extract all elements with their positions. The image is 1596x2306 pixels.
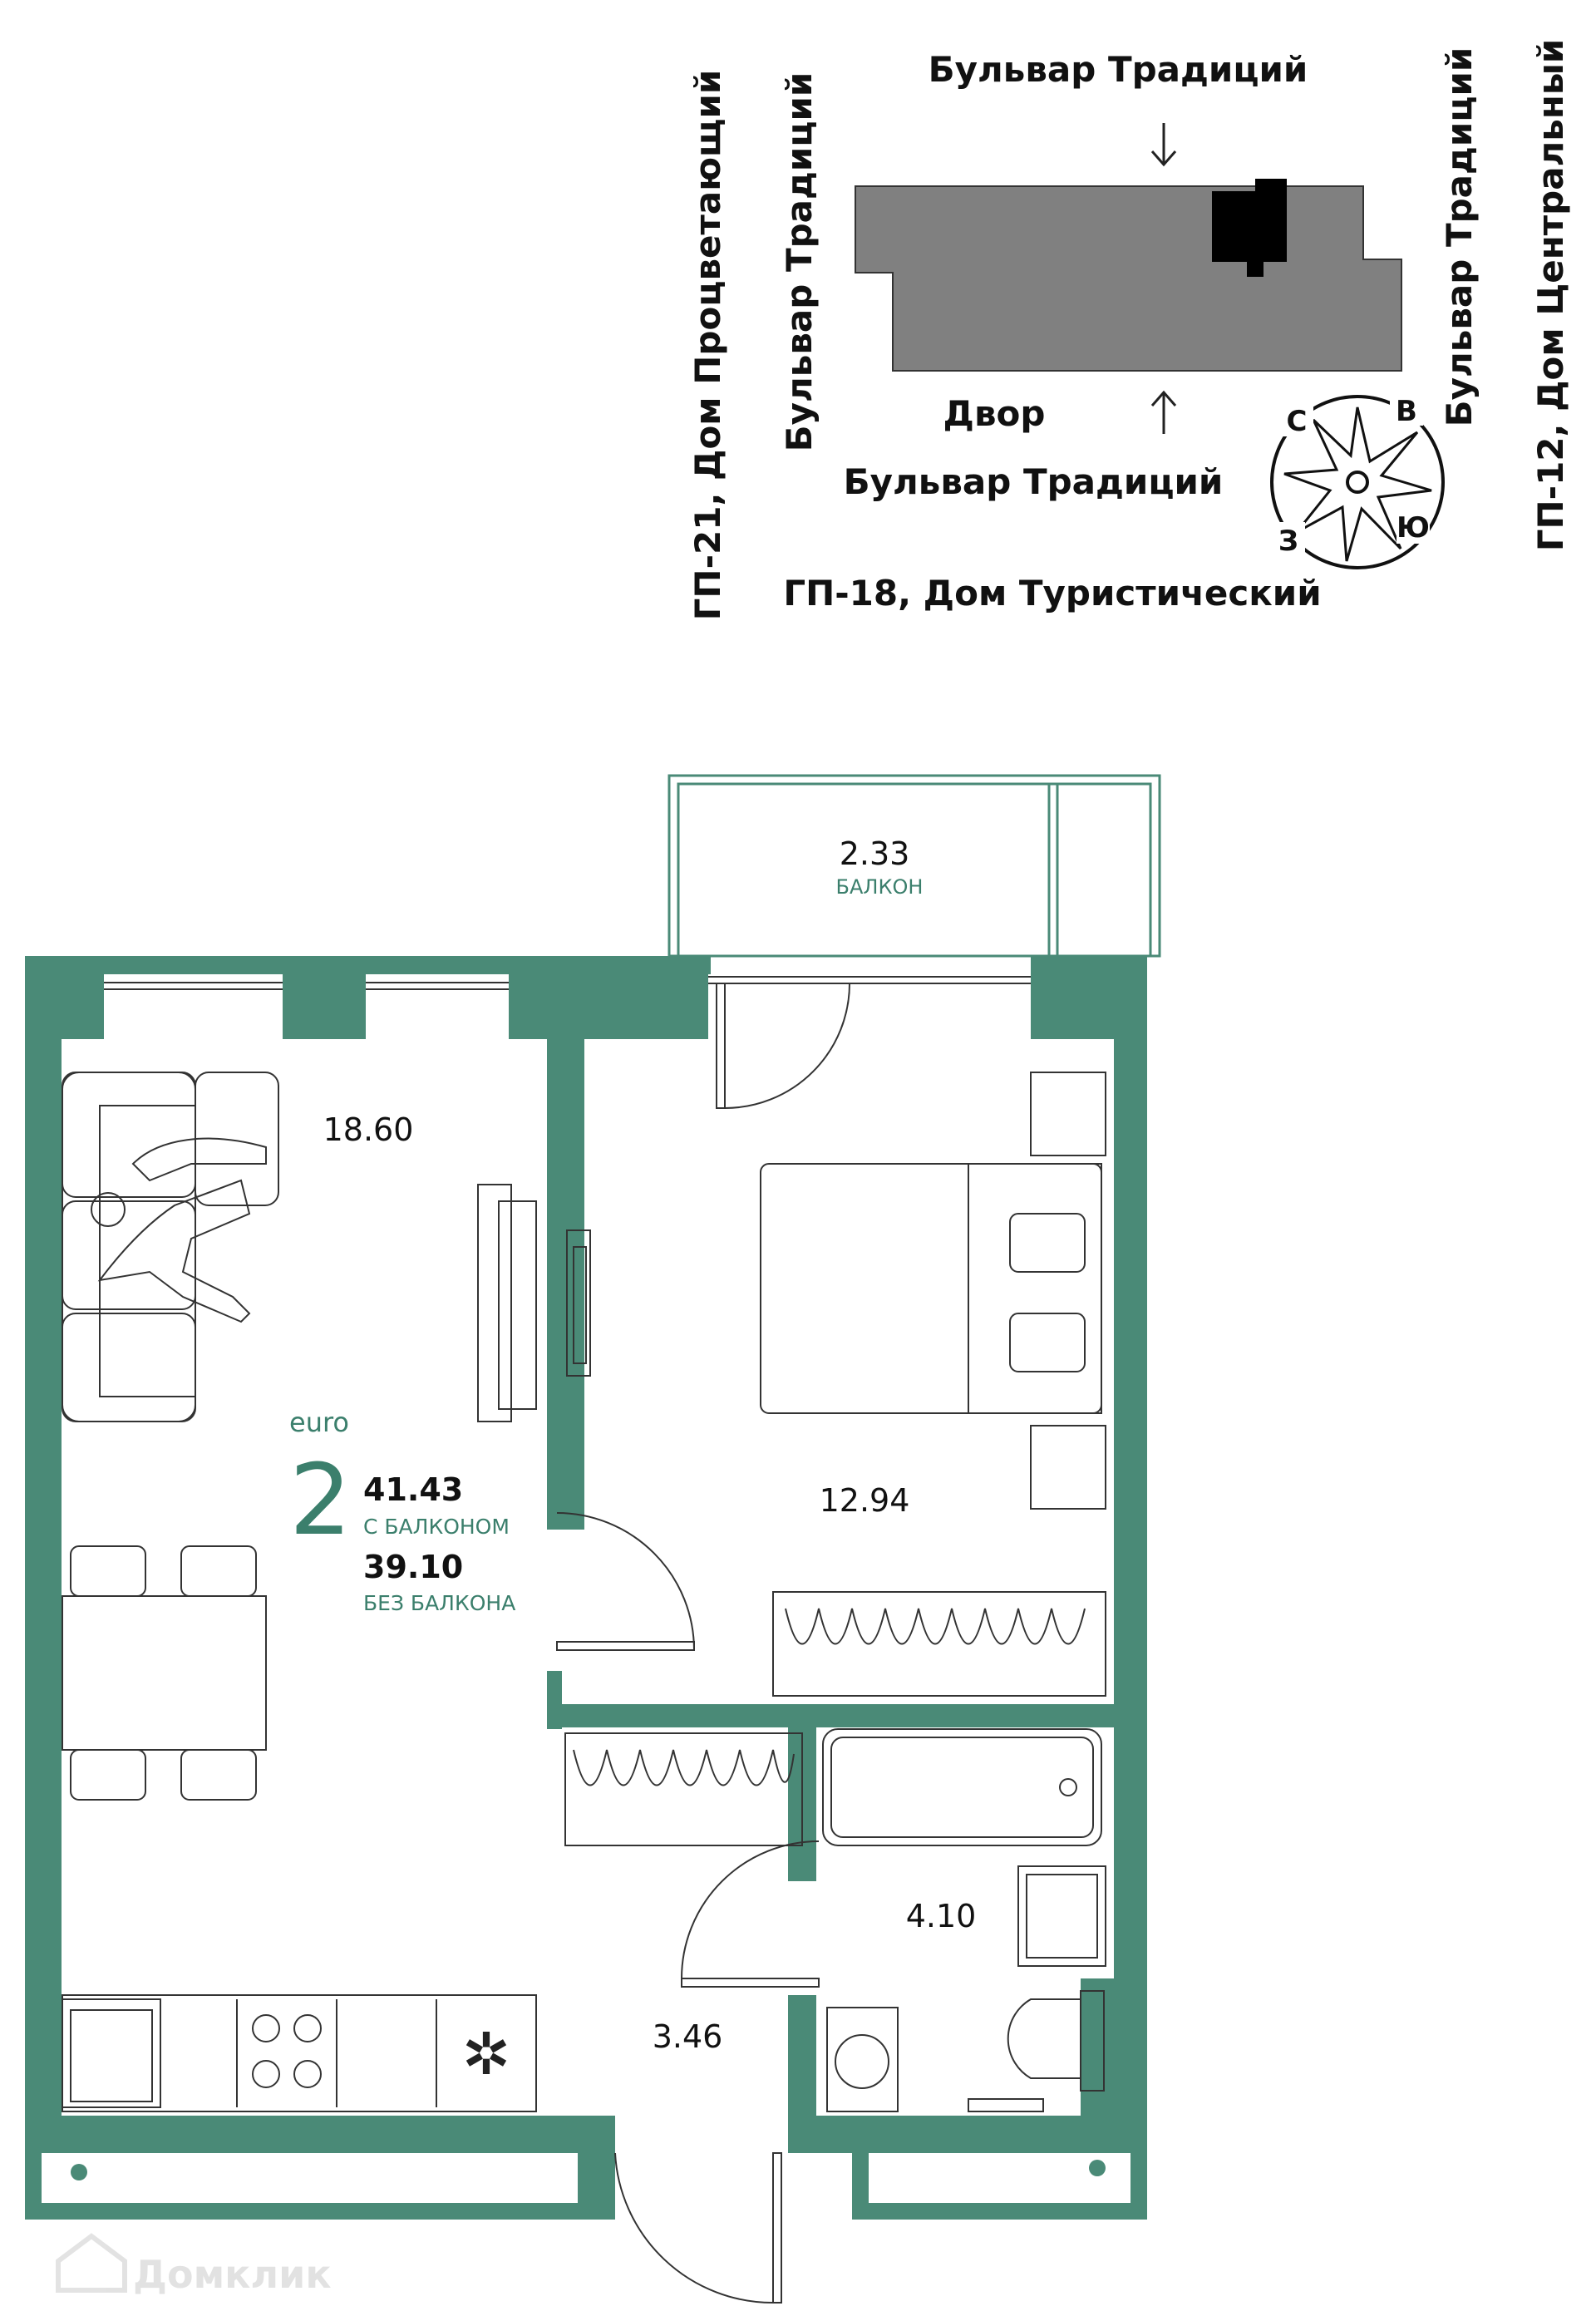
courtyard-label: Двор <box>943 393 1046 434</box>
compass-north: С <box>1287 405 1308 438</box>
bedroom-area: 12.94 <box>820 1482 910 1519</box>
bathroom-area: 4.10 <box>906 1898 977 1934</box>
arrow-up-icon <box>1150 390 1177 434</box>
sofa <box>62 1072 279 1422</box>
washing-machine <box>826 2007 1044 2112</box>
hall-area: 3.46 <box>653 2018 723 2055</box>
area-without-balcony-label: БЕЗ БАЛКОНА <box>363 1591 515 1615</box>
arrow-down-icon <box>1150 123 1177 167</box>
building-footprint <box>855 185 1402 372</box>
hall-wardrobe <box>564 1732 803 1846</box>
site-plan: Бульвар Традиций Двор Бульвар Традиций Г… <box>687 39 1571 621</box>
compass-east: В <box>1396 395 1417 428</box>
living-room-area: 18.60 <box>323 1111 414 1148</box>
bottom-street-label: Бульвар Традиций <box>844 461 1224 502</box>
toilet <box>1007 1990 1105 2092</box>
bathroom-door <box>681 1840 820 1988</box>
balcony-label: БАЛКОН <box>836 875 924 899</box>
top-street-label: Бульвар Традиций <box>929 49 1308 90</box>
apartment-type: euro <box>289 1407 349 1438</box>
area-with-balcony-label: С БАЛКОНОМ <box>363 1515 510 1539</box>
room-count: 2 <box>289 1442 352 1557</box>
far-left-label: ГП-21, Дом Процветающий <box>687 70 728 621</box>
house-logo-icon <box>56 2233 127 2293</box>
bathtub <box>822 1728 1102 1846</box>
snowflake-icon: ✲ <box>462 2020 511 2088</box>
walls <box>25 956 1147 2220</box>
bottom-neighbor-label: ГП-18, Дом Туристический <box>783 573 1321 613</box>
windows <box>104 974 1031 1039</box>
apartment-summary: euro 2 41.43 С БАЛКОНОМ 39.10 БЕЗ БАЛКОН… <box>289 1407 515 1615</box>
kitchen-counter: ✲ <box>62 1994 537 2112</box>
entrance-door <box>614 2152 782 2304</box>
left-street-label: Бульвар Традиций <box>779 72 820 452</box>
balcony-area: 2.33 <box>840 835 910 872</box>
watermark: Домклик <box>56 2233 332 2297</box>
bed <box>760 1072 1106 1510</box>
watermark-text: Домклик <box>133 2252 332 2297</box>
area-without-balcony: 39.10 <box>363 1549 463 1585</box>
area-with-balcony: 41.43 <box>363 1471 463 1508</box>
right-street-label: Бульвар Традиций <box>1439 47 1480 427</box>
bathroom-sink <box>1017 1865 1106 1967</box>
bedroom-door <box>556 1512 695 1651</box>
compass-south: Ю <box>1396 511 1430 544</box>
apartment-location-marker <box>1212 179 1287 277</box>
balcony <box>667 774 1161 958</box>
tv-stand <box>477 1184 591 1422</box>
compass-icon: С В З Ю <box>1270 392 1445 569</box>
compass-west: З <box>1278 525 1298 558</box>
dining-table <box>62 1545 267 1801</box>
far-right-label: ГП-12, Дом Центральный <box>1530 39 1571 552</box>
balcony-door <box>716 983 850 1109</box>
wardrobe <box>772 1591 1106 1697</box>
floor-plan: ✲ <box>25 774 1161 2304</box>
